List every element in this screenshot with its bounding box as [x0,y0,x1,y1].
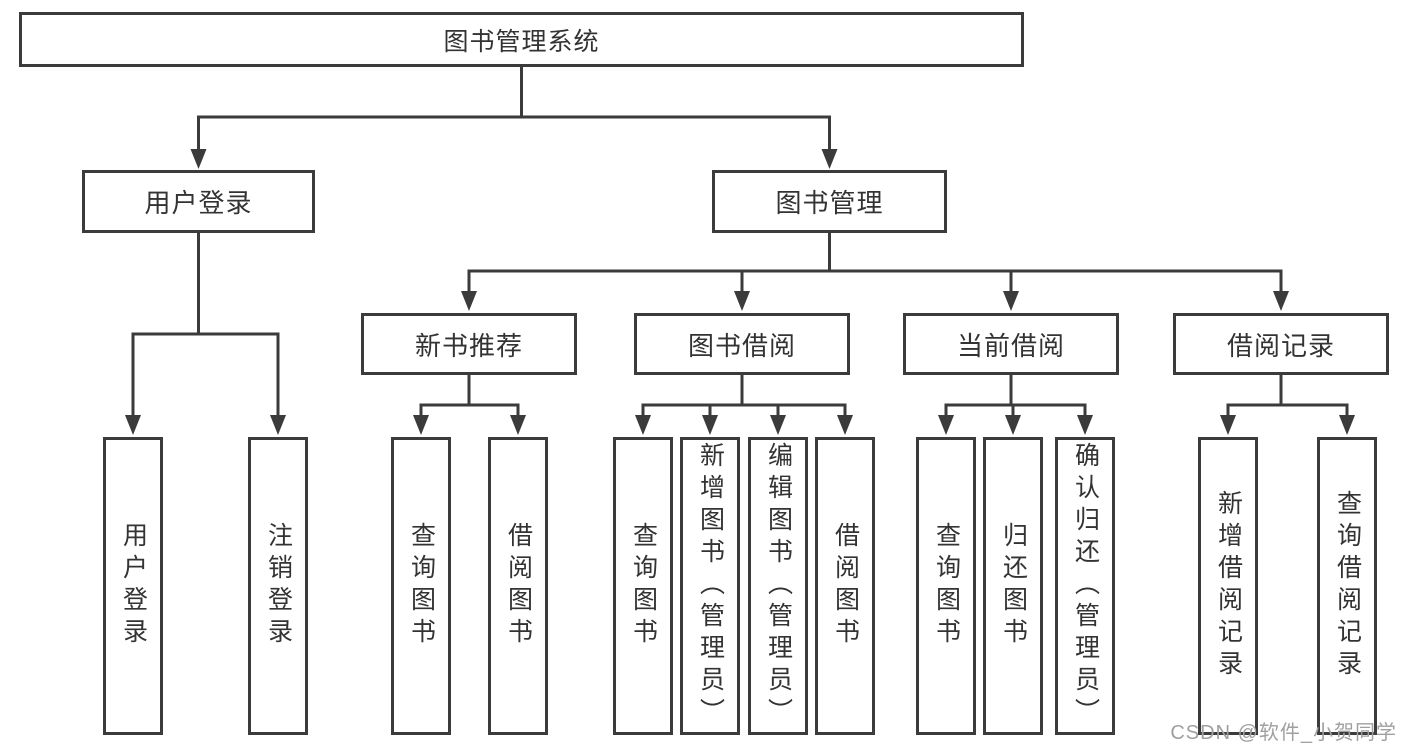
leaf-query-books-borrowing: 查询图书 [613,437,673,735]
node-current-borrowing: 当前借阅 [903,313,1119,375]
leaf-return-books: 归还图书 [983,437,1043,735]
leaf-edit-books-admin: 编辑图书（管理员） [748,437,808,735]
node-label: 新书推荐 [414,330,523,361]
leaf-label: 查询图书 [407,522,436,650]
leaf-logout: 注销登录 [248,437,308,735]
node-new-book-recommendation: 新书推荐 [361,313,577,375]
node-book-management: 图书管理 [712,170,947,233]
node-label: 当前借阅 [956,330,1065,361]
leaf-label: 查询图书 [932,522,961,650]
leaf-label: 查询图书 [629,522,658,650]
leaf-label: 归还图书 [999,522,1028,650]
leaf-label: 编辑图书（管理员） [764,442,793,730]
leaf-add-borrow-record: 新增借阅记录 [1198,437,1258,735]
leaf-user-login: 用户登录 [103,437,163,735]
leaf-borrow-books: 借阅图书 [815,437,875,735]
leaf-label: 新增借阅记录 [1214,490,1243,682]
leaf-label: 查询借阅记录 [1333,490,1362,682]
node-borrowing-records: 借阅记录 [1173,313,1389,375]
node-label: 图书管理系统 [443,27,600,56]
node-label: 图书管理 [775,188,884,218]
leaf-label: 借阅图书 [831,522,860,650]
leaf-label: 新增图书（管理员） [696,442,725,730]
csdn-watermark: CSDN @软件_小贺同学 [1170,722,1397,744]
leaf-query-borrow-record: 查询借阅记录 [1317,437,1377,735]
leaf-label: 确认归还（管理员） [1071,442,1100,730]
leaf-confirm-return-admin: 确认归还（管理员） [1055,437,1115,735]
node-label: 借阅记录 [1226,330,1335,361]
leaf-label: 注销登录 [264,522,293,650]
leaf-label: 借阅图书 [504,522,533,650]
node-label: 图书借阅 [687,330,796,361]
node-user-login: 用户登录 [82,170,315,233]
leaf-query-books-current: 查询图书 [916,437,976,735]
leaf-query-books-recommend: 查询图书 [391,437,451,735]
node-book-borrowing: 图书借阅 [634,313,850,375]
leaf-borrow-books-recommend: 借阅图书 [488,437,548,735]
leaf-add-books-admin: 新增图书（管理员） [680,437,740,735]
node-library-management-system: 图书管理系统 [19,12,1024,67]
node-label: 用户登录 [144,188,253,218]
leaf-label: 用户登录 [119,522,148,650]
